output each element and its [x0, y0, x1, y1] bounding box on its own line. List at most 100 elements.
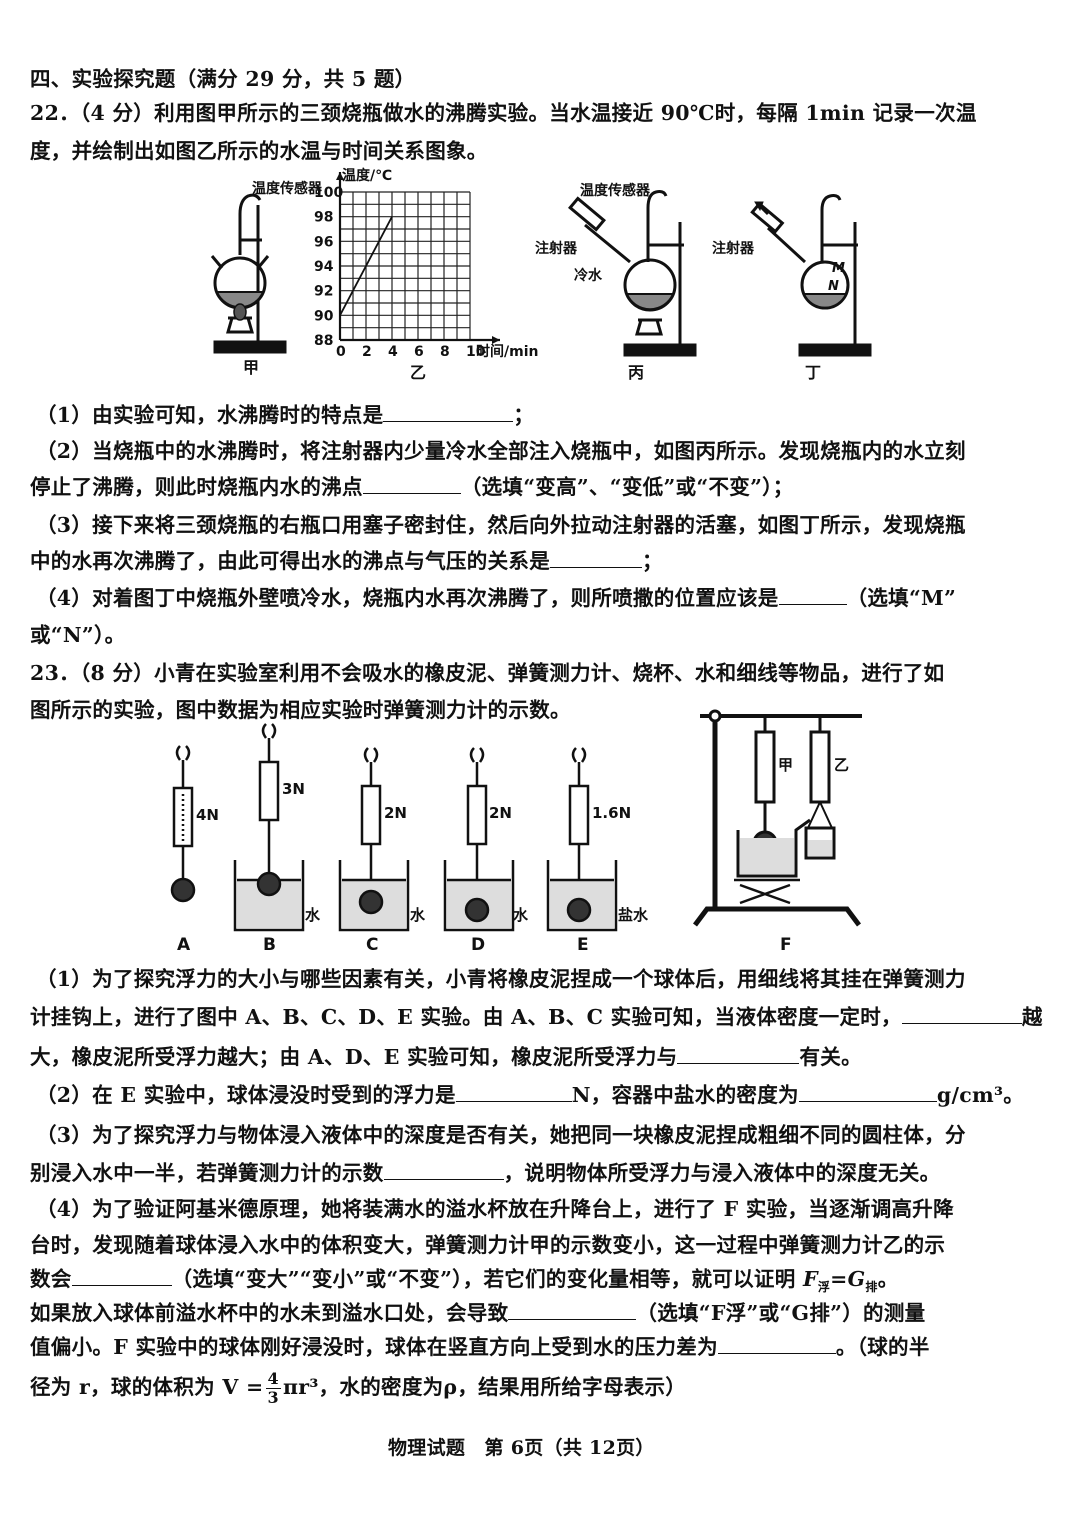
q23-p4f-a: 径为 r，球的体积为 V = [30, 1375, 264, 1399]
b-water [237, 880, 301, 928]
c-ball [358, 889, 384, 915]
figure-bing [568, 190, 697, 357]
ding-sensor-wire [820, 194, 842, 211]
a-reading: 4N [196, 806, 219, 824]
f-yi-label: 乙 [834, 756, 849, 774]
ding-flask [800, 260, 850, 310]
ding-injector-label: 注射器 [712, 240, 755, 257]
q22-p3a: （3）接下来将三颈烧瓶的右瓶口用塞子密封住，然后向外拉动注射器的活塞，如图丁所示… [36, 513, 966, 537]
q23-p1b: 计挂钩上，进行了图中 A、B、C、D、E 实验。由 A、B、C 实验可知，当液体… [30, 1000, 1043, 1030]
c-scale-body [360, 784, 382, 846]
q22-p2b: 停止了沸腾，则此时烧瓶内水的沸点（选填“变高”、“变低”或“不变”）； [30, 470, 794, 500]
bing-flask [623, 258, 677, 312]
chart-y-axis-label: 温度/℃ [342, 167, 392, 184]
c-hand [363, 747, 379, 786]
q23-p4e: 值偏小。F 实验中的球体刚好浸没时，球体在竖直方向上受到水的压力差为。（球的半 [30, 1330, 930, 1360]
e-liquid: 盐水 [618, 906, 649, 924]
page-footer: 物理试题 第 6页（共 12页） [388, 1437, 655, 1459]
e-scale-body [568, 784, 590, 846]
q23-p1-blank1 [901, 1003, 1022, 1024]
ding-m-label: M [832, 261, 845, 276]
q23-p4c: 数会（选填“变大”“变小”或“不变”），若它们的变化量相等，就可以证明 F浮=G… [30, 1262, 899, 1295]
q23-p4d-mid: （选填“F浮”或“G排”）的测量 [636, 1301, 926, 1325]
jia-side-neck-right [256, 255, 270, 269]
q22-stem-line2: 度，并绘制出如图乙所示的水温与时间关系图象。 [30, 139, 488, 163]
q22-p3b: 中的水再次沸腾了，由此可得出水的沸点与气压的关系是； [30, 544, 663, 574]
q23-p3a: （3）为了探究浮力与物体浸入液体中的深度是否有关，她把同一块橡皮泥捏成粗细不同的… [36, 1123, 966, 1147]
q23-p2-blank2 [798, 1081, 937, 1102]
figure-e [546, 747, 618, 932]
ding-arrowhead [754, 201, 764, 212]
chart-y-tick-label: 100 [314, 185, 343, 201]
figure-f [693, 709, 862, 927]
q22-p4a-end: （选填“M” [846, 586, 957, 610]
chart-x-axis-label: 时间/min [476, 343, 538, 360]
q23-p3-blank [383, 1159, 504, 1180]
q23-p1b-end: 越 [1021, 1005, 1043, 1029]
q23-p4-blank2 [508, 1299, 637, 1320]
c-beaker [338, 860, 410, 932]
q23-g-symbol: G [847, 1267, 866, 1291]
figure-ding [750, 194, 872, 357]
a-scale-body [172, 786, 194, 848]
yi-label: 乙 [410, 363, 426, 382]
chart-x-tick-label: 10 [466, 344, 486, 360]
f-small-cup-water [808, 840, 832, 856]
q22-p4-blank [778, 584, 847, 605]
chart-y-tick-label: 96 [314, 234, 333, 250]
bing-sensor-wire [646, 190, 668, 209]
jia-burner [226, 316, 254, 334]
q23-p2-blank1 [455, 1081, 572, 1102]
bing-injector [568, 196, 606, 232]
q22-p3-blank [550, 547, 642, 568]
q23-p3b: 别浸入水中一半，若弹簧测力计的示数，说明物体所受浮力与浸入液体中的深度无关。 [30, 1156, 940, 1186]
jia-flask [213, 256, 267, 310]
q23-p4e-end: 。（球的半 [835, 1335, 930, 1359]
chart-y-tick-label: 94 [314, 259, 334, 275]
bing-sensor-label: 温度传感器 [580, 182, 651, 199]
jia-water [215, 291, 265, 309]
jia-sensor-wire [238, 193, 262, 215]
bing-label: 丙 [628, 363, 644, 382]
a-ball [170, 877, 196, 903]
q23-p4d: 如果放入球体前溢水杯中的水未到溢水口处，会导致（选填“F浮”或“G排”）的测量 [30, 1296, 925, 1326]
q22-p4a: （4）对着图丁中烧瓶外壁喷冷水，烧瓶内水再次沸腾了，则所喷撒的位置应该是（选填“… [36, 581, 956, 611]
ding-injector [750, 201, 785, 234]
q22-p1-blank [383, 401, 514, 422]
figure-a [170, 745, 196, 903]
chart-x-tick-label: 4 [388, 344, 398, 360]
ding-pull-arrow [756, 202, 770, 216]
q23-p4c-mid: （选填“变大”“变小”或“不变”），若它们的变化量相等，就可以证明 [171, 1267, 803, 1291]
fraction-numerator: 4 [265, 1369, 281, 1389]
b-letter: B [263, 935, 276, 955]
b-reading: 3N [282, 780, 305, 798]
q23-p4c-end: 。 [877, 1267, 899, 1291]
a-hand [175, 745, 191, 788]
q22-p4b: 或“N”）。 [30, 623, 126, 647]
f-letter: F [780, 935, 792, 955]
fraction-denominator: 3 [267, 1388, 279, 1407]
section-title: 四、实验探究题（满分 29 分，共 5 题） [30, 67, 416, 91]
q22-p3b-end: ； [642, 549, 663, 573]
chart-y-tick-label: 88 [314, 333, 333, 349]
q23-p2-end: g/cm³。 [936, 1083, 1025, 1107]
q23-p4-blank3 [717, 1333, 836, 1354]
e-hand [571, 747, 587, 786]
q22-stem-line1: 22．（4 分）利用图甲所示的三颈烧瓶做水的沸腾实验。当水温接近 90℃时，每隔… [30, 101, 977, 125]
f-small-cup [804, 826, 836, 860]
bing-cold-water-label: 冷水 [574, 267, 603, 284]
q23-p1c-text: 大，橡皮泥所受浮力越大；由 A、D、E 实验可知，橡皮泥所受浮力与 [30, 1045, 678, 1069]
ding-n-label: N [828, 279, 839, 294]
q23-p4c-text: 数会 [30, 1267, 72, 1291]
f-ball [752, 830, 778, 856]
q23-p2-mid: N，容器中盐水的密度为 [571, 1083, 799, 1107]
figure-b [233, 723, 305, 932]
f-jia-label: 甲 [778, 756, 793, 774]
f-overflow-cup [736, 818, 811, 878]
q23-p4f-b: πr³，水的密度为ρ，结果用所给字母表示） [282, 1375, 687, 1399]
ding-water [802, 293, 848, 309]
q23-p1b-text: 计挂钩上，进行了图中 A、B、C、D、E 实验。由 A、B、C 实验可知，当液体… [30, 1005, 902, 1029]
